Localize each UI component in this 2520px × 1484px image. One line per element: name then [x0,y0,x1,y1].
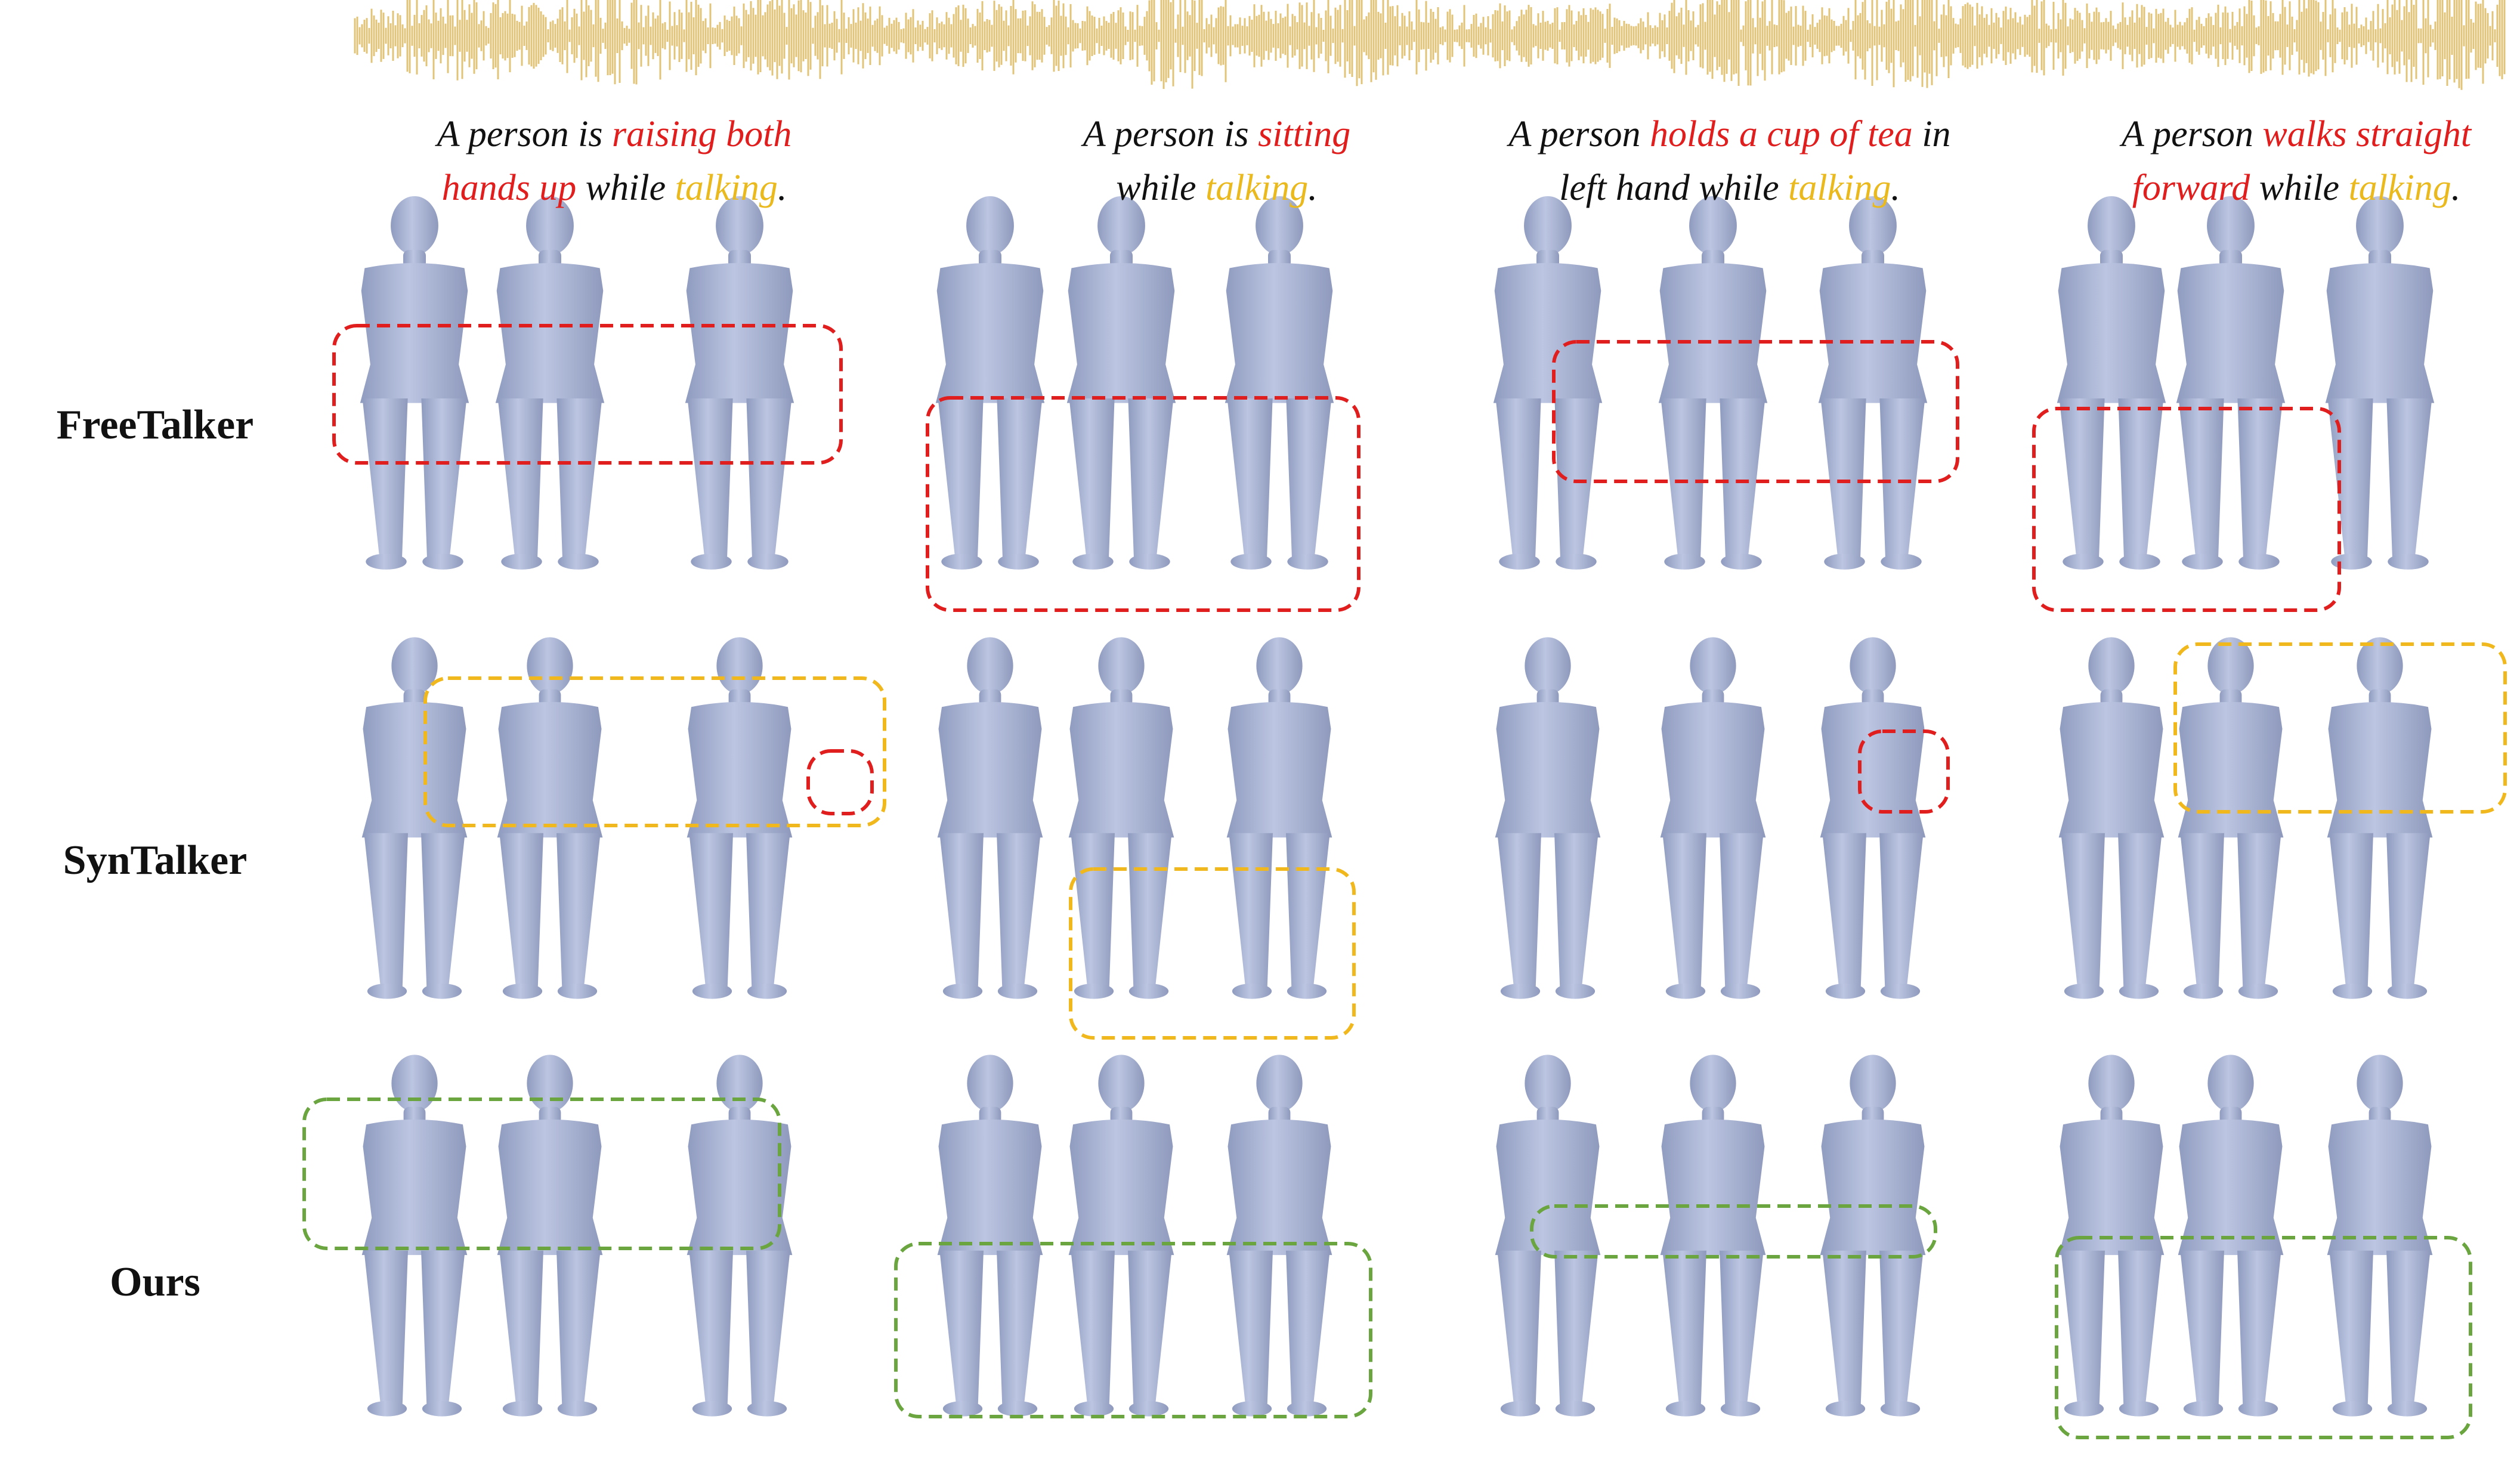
human-mesh-figure [360,196,469,570]
highlight-box [894,1242,1372,1418]
highlight-box [806,749,874,815]
human-mesh-figure [1658,196,1768,570]
highlight-box [2173,642,2507,814]
human-mesh-figure [2325,196,2435,570]
human-mesh-figure [497,637,603,999]
human-mesh-figure [2327,637,2433,999]
row-label-freetalker: FreeTalker [56,402,254,448]
highlight-box [926,396,1361,612]
human-mesh-figure [1820,1055,1926,1417]
human-mesh-figure [1226,637,1332,999]
human-mesh-figure [937,1055,1043,1417]
human-mesh-figure [2058,1055,2165,1417]
human-mesh-figure [495,196,605,570]
human-mesh-figure [2178,637,2284,999]
row-label-ours: Ours [110,1259,200,1305]
caption-3: A person holds a cup of tea in left hand… [1508,114,1951,208]
human-mesh-figure [2176,196,2286,570]
highlight-box [302,1097,781,1250]
human-mesh-figure [1068,637,1174,999]
human-mesh-figure [361,1055,468,1417]
audio-waveform [354,0,2506,90]
row-label-syntalker: SynTalker [63,837,248,883]
human-mesh-figure [2058,637,2165,999]
human-mesh-figure [1495,637,1601,999]
human-mesh-figure [361,637,468,999]
highlight-box [2055,1236,2472,1439]
human-mesh-figure [1066,196,1176,570]
highlight-box [1552,340,1959,483]
highlight-box [423,676,886,827]
highlight-box [1069,867,1356,1040]
highlight-box [2032,407,2341,612]
highlight-box [332,324,843,465]
human-mesh-figure [1495,1055,1601,1417]
figure-grid [360,196,2435,1417]
human-mesh-figure [685,196,794,570]
caption-2: A person is sitting while talking. [1083,114,1351,208]
human-mesh-figure [1226,1055,1332,1417]
waveform-trace [354,0,2506,90]
human-mesh-figure [1068,1055,1174,1417]
human-mesh-figure [2057,196,2166,570]
human-mesh-figure [1820,637,1926,999]
caption-1: A person is raising both hands up while … [437,114,792,208]
human-mesh-figure [687,637,793,999]
human-mesh-figure [1493,196,1603,570]
highlight-box [1858,729,1950,814]
caption-4: A person walks straight forward while ta… [2121,114,2472,208]
human-mesh-figure [1225,196,1334,570]
human-mesh-figure [2178,1055,2284,1417]
human-mesh-figure [497,1055,603,1417]
highlight-boxes [302,324,2507,1439]
human-mesh-figure [1660,637,1766,999]
human-mesh-figure [1818,196,1928,570]
human-mesh-figure [1660,1055,1766,1417]
human-mesh-figure [2327,1055,2433,1417]
highlight-box [1530,1204,1937,1259]
human-mesh-figure [935,196,1045,570]
human-mesh-figure [937,637,1043,999]
